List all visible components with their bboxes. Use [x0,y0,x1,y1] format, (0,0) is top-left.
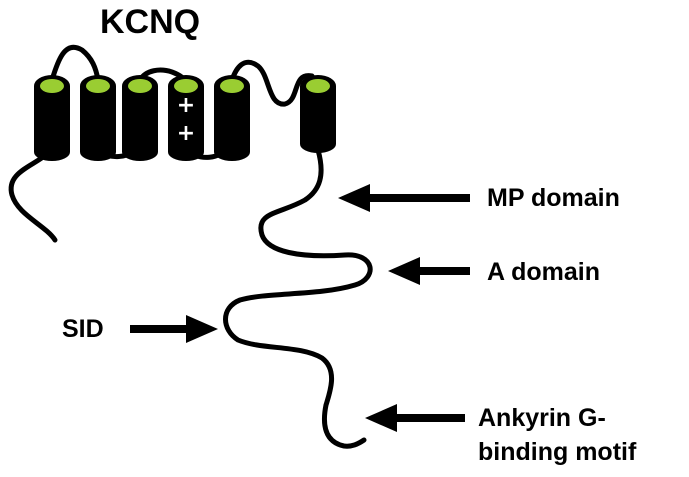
label-sid: SID [62,315,104,343]
arrow-a-domain [388,257,470,285]
helix-s5 [214,75,250,161]
positive-charge-1: + [177,93,195,118]
helix-s4-voltage-sensor: + + [168,75,204,161]
loop-s5-s6 [229,59,315,107]
positive-charge-2: + [177,121,195,146]
loop-s1-s2 [49,45,101,83]
helix-s6 [300,75,336,153]
n-terminus [8,147,58,243]
c-terminal-tail [223,147,373,449]
diagram-title: KCNQ [100,3,200,41]
arrow-mp-domain [338,184,470,212]
label-a-domain: A domain [487,258,600,286]
helix-s3 [122,75,158,161]
helix-s2 [80,75,116,161]
helix-s1 [34,75,70,161]
label-ankyrin-line1: Ankyrin G- [478,404,606,432]
arrow-sid [130,315,218,343]
label-ankyrin-line2: binding motif [478,438,637,466]
arrow-ankyrin-g-binding-motif [365,404,465,432]
label-mp-domain: MP domain [487,184,620,212]
